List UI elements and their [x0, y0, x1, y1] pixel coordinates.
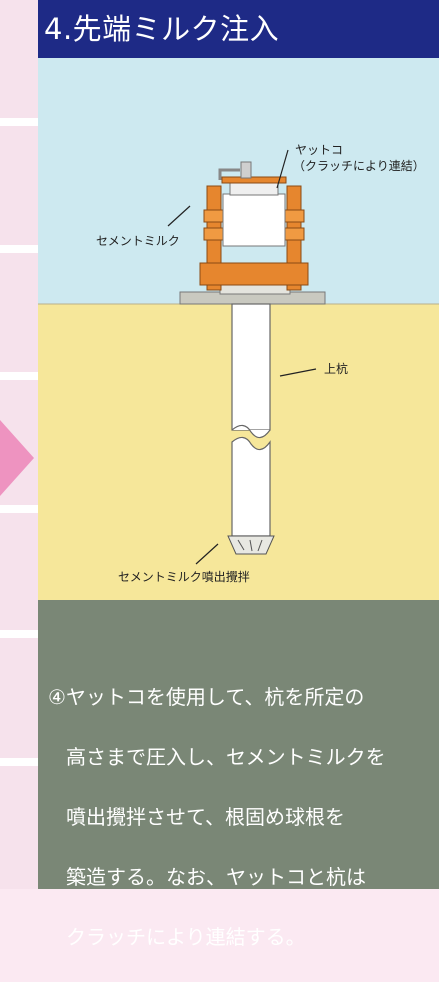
- yattoko-label: ヤットコ: [295, 143, 343, 157]
- upper-pile-leader: [279, 368, 317, 377]
- pile: [227, 303, 275, 555]
- pile-diagram: ヤットコ （クラッチにより連結） セメントミルク 上杭 セメントミルク噴出攪拌: [38, 58, 439, 600]
- description-line: ④ヤットコを使用して、杭を所定の: [48, 685, 365, 709]
- description-line: 築造する。なお、ヤットコと杭は: [66, 865, 366, 889]
- jet-mixing-label: セメントミルク噴出攪拌: [118, 569, 250, 584]
- strip-divider: [0, 245, 38, 253]
- press-machine: [199, 161, 309, 291]
- next-step-arrow-icon: [0, 420, 34, 496]
- step-title: 4.先端ミルク注入: [38, 0, 439, 58]
- cement-milk-leader: [167, 205, 191, 227]
- strip-divider: [0, 758, 38, 766]
- upper-pile-label: 上杭: [324, 361, 348, 376]
- strip-divider: [0, 372, 38, 380]
- description-line: クラッチにより連結する。: [66, 925, 306, 949]
- step-description: ④ヤットコを使用して、杭を所定の 高さまで圧入し、セメントミルクを 噴出攪拌させ…: [48, 652, 433, 982]
- cement-milk-label: セメントミルク: [96, 234, 180, 248]
- strip-divider: [0, 505, 38, 513]
- strip-divider: [0, 630, 38, 638]
- clutch-label: （クラッチにより連結）: [293, 159, 425, 173]
- description-line: 噴出攪拌させて、根固め球根を: [66, 805, 345, 829]
- yattoko-leader: [276, 149, 289, 189]
- strip-divider: [0, 118, 38, 126]
- step-card: 4.先端ミルク注入: [38, 0, 439, 949]
- description-line: 高さまで圧入し、セメントミルクを: [66, 745, 386, 769]
- jet-mixing-leader: [195, 543, 219, 565]
